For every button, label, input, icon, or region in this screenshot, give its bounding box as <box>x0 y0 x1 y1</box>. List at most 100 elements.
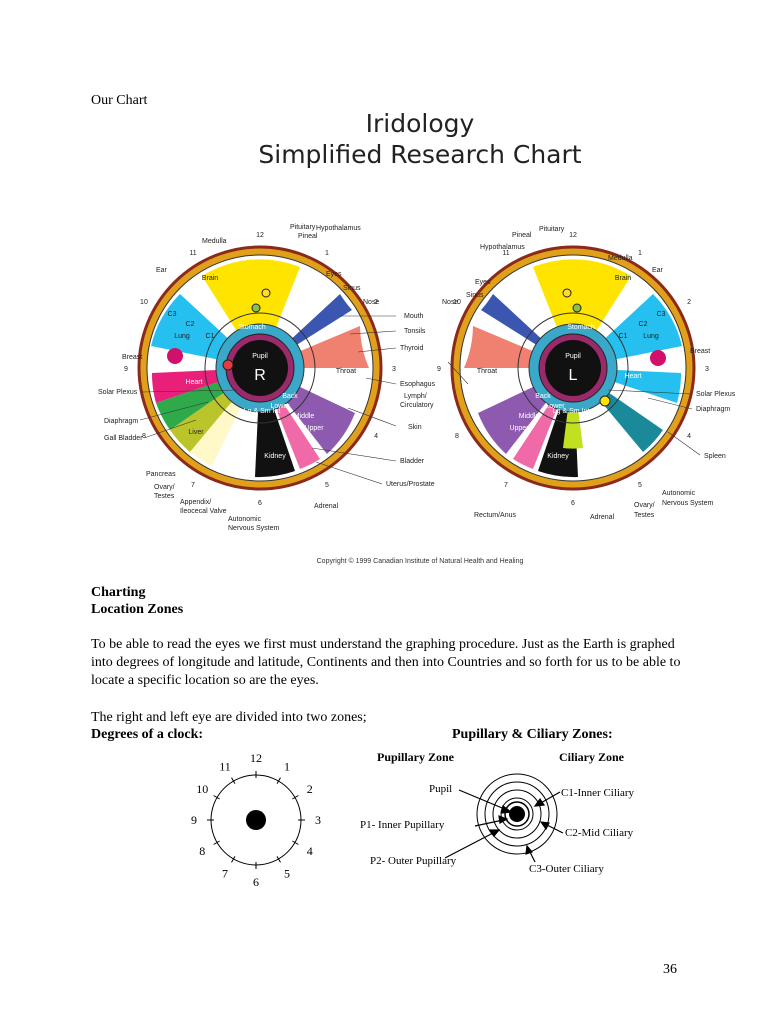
right-pupil-label: Pupil <box>252 353 268 360</box>
label-r-appendix: Appendix/ <box>180 499 211 506</box>
label-l-nervous: Nervous System <box>662 500 714 507</box>
pupillary-zone-heading: Pupillary Zone <box>377 750 455 764</box>
label-l-ear: Ear <box>652 267 664 274</box>
clock-number-9: 9 <box>124 366 128 373</box>
label-l-diaphragm: Diaphragm <box>696 406 730 413</box>
our-chart-label: Our Chart <box>91 93 148 108</box>
clock-number-8: 8 <box>142 433 146 440</box>
clock-number-1: 1 <box>638 250 642 257</box>
left-lower-label: Lower <box>545 403 565 410</box>
clock-number-3: 3 <box>705 366 709 373</box>
label-l-solar-plexus: Solar Plexus <box>696 391 736 398</box>
right-lung-label: Lung <box>174 333 190 340</box>
label-l-pineal: Pineal <box>512 232 532 239</box>
label-r-adrenal: Adrenal <box>314 503 339 510</box>
label-l-breast: Breast <box>690 348 710 355</box>
clock-number-7: 7 <box>504 482 508 489</box>
left-c2-label: C2 <box>639 321 648 328</box>
clock-label-11: 11 <box>219 759 231 773</box>
left-eye-diagram: Pupil L Stomach Lg & Sm Int Brain Lung H… <box>450 245 696 491</box>
left-back-label: Back <box>535 393 551 400</box>
label-l-sinus: Sinus <box>466 292 484 299</box>
right-c3-label: C3 <box>168 311 177 318</box>
left-heart-label: Heart <box>624 373 641 380</box>
label-r-eyes: Eyes <box>326 271 342 278</box>
label-l-eyes: Eyes <box>475 279 491 286</box>
label-r-testes: Testes <box>154 493 175 500</box>
clock-label-9: 9 <box>191 813 197 827</box>
label-r-ileocecal: Ileocecal Valve <box>180 508 227 515</box>
label-r-pancreas: Pancreas <box>146 471 176 478</box>
label-r-gall-bladder: Gall Bladder <box>104 435 143 442</box>
clock-tick <box>292 840 299 845</box>
right-liver-label: Liver <box>188 429 204 436</box>
section-heading-line2: Location Zones <box>91 602 184 617</box>
clock-number-2: 2 <box>687 299 691 306</box>
right-pupil <box>232 340 288 396</box>
label-l-ovary: Ovary/ <box>634 502 655 509</box>
label-l-medulla: Medulla <box>608 255 633 262</box>
clock-label-8: 8 <box>199 844 205 858</box>
clock-tick <box>276 777 281 784</box>
clock-label-12: 12 <box>250 751 262 765</box>
label-r-autonomic: Autonomic <box>228 516 262 523</box>
label-r-pineal: Pineal <box>298 233 318 240</box>
clock-label-6: 6 <box>253 875 259 889</box>
label-l-spleen: Spleen <box>704 453 726 460</box>
leader-lines <box>139 315 701 485</box>
right-upper-label: Upper <box>304 425 324 432</box>
label-r-esophagus: Esophagus <box>400 381 436 388</box>
right-int-label: Lg & Sm Int <box>244 408 281 415</box>
left-upper-label: Upper <box>509 425 529 432</box>
right-kidney-label: Kidney <box>264 453 286 460</box>
right-heart-marker <box>222 359 234 371</box>
clock-tick <box>231 856 236 863</box>
chart-title-line2: Simplified Research Chart <box>258 140 582 169</box>
right-brain-label: Brain <box>202 275 218 282</box>
clock-tick <box>213 840 220 845</box>
intro-paragraph: To be able to read the eyes we first mus… <box>91 637 681 688</box>
label-l-pituitary: Pituitary <box>539 226 565 233</box>
label-r-thyroid: Thyroid <box>400 345 423 352</box>
c2-label: C2-Mid Ciliary <box>565 827 634 839</box>
clock-tick <box>231 777 236 784</box>
left-pupil-label: Pupil <box>565 353 581 360</box>
zones-rings <box>476 773 558 855</box>
label-l-testes: Testes <box>634 512 655 519</box>
clock-label-10: 10 <box>196 782 208 796</box>
label-r-skin: Skin <box>408 424 422 431</box>
label-r-pituitary: Pituitary <box>290 224 316 231</box>
left-c3-label: C3 <box>657 311 666 318</box>
label-r-uterus: Uterus/Prostate <box>386 481 435 488</box>
right-c2-label: C2 <box>186 321 195 328</box>
clock-number-2: 2 <box>374 299 378 306</box>
label-r-breast: Breast <box>122 354 142 361</box>
right-lower-label: Lower <box>270 403 290 410</box>
label-r-ovary: Ovary/ <box>154 484 175 491</box>
zones-arrows <box>444 789 564 863</box>
clock-number-10: 10 <box>453 299 461 306</box>
left-breast-marker <box>650 350 666 366</box>
label-r-nervous: Nervous System <box>228 525 280 532</box>
clock-pupil <box>246 810 266 830</box>
clock-label-3: 3 <box>315 813 321 827</box>
copyright-notice: Copyright © 1999 Canadian Institute of N… <box>316 558 524 565</box>
clock-label-5: 5 <box>284 867 290 881</box>
right-pupil-letter: R <box>254 367 266 384</box>
clock-number-8: 8 <box>455 433 459 440</box>
label-l-hypothalamus: Hypothalamus <box>480 244 525 251</box>
label-r-diaphragm: Diaphragm <box>104 418 138 425</box>
clock-number-11: 11 <box>189 250 196 257</box>
right-heart-label: Heart <box>185 379 202 386</box>
clock-number-1: 1 <box>325 250 329 257</box>
left-brain-label: Brain <box>615 275 631 282</box>
label-l-rectum: Rectum/Anus <box>474 512 517 519</box>
clock-label-4: 4 <box>307 844 313 858</box>
left-eye-labels: Pineal Pituitary Hypothalamus Medulla Ea… <box>442 226 736 521</box>
zones-diagram: Pupillary Zone Ciliary Zone Pupil P1- In… <box>360 750 635 875</box>
clock-heading: Degrees of a clock: <box>91 727 204 742</box>
clock-number-5: 5 <box>325 482 329 489</box>
